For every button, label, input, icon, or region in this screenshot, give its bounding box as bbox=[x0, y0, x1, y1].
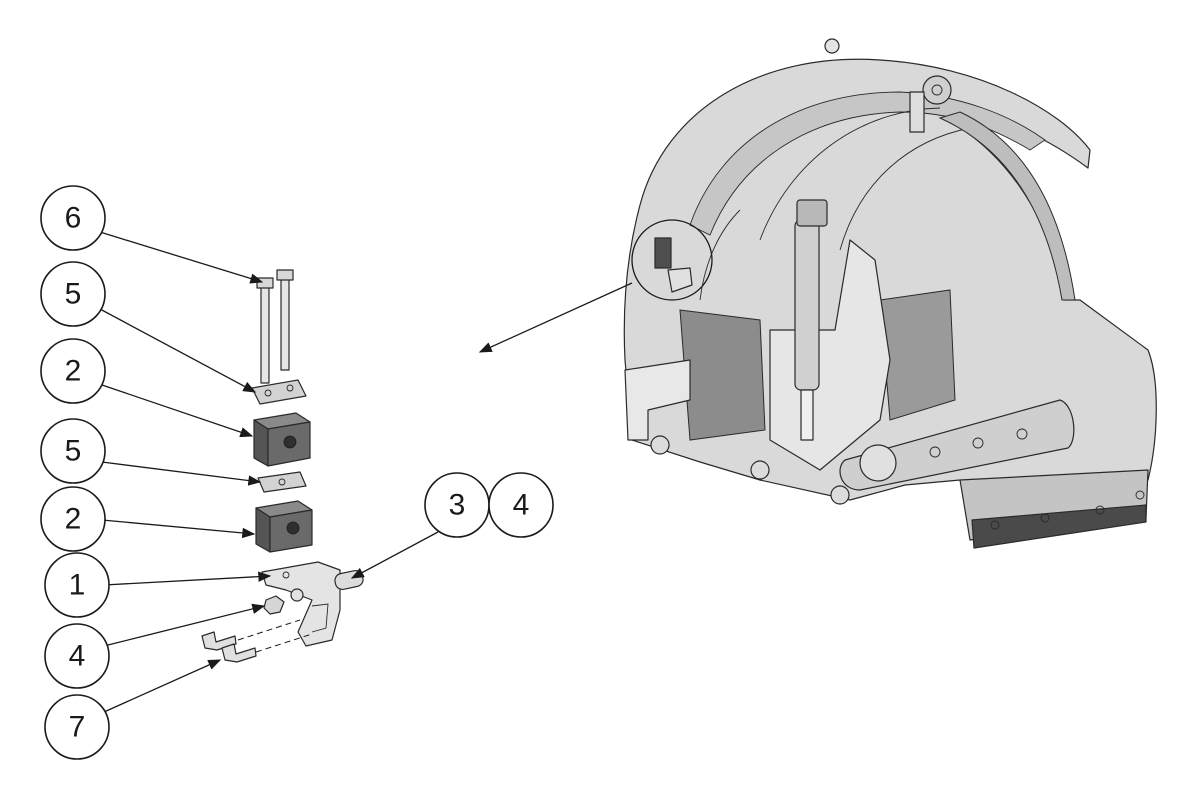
lever-hole-3 bbox=[1016, 428, 1028, 440]
callout-5-lower: 5 bbox=[40, 418, 106, 484]
long-bolt-head-2 bbox=[276, 269, 294, 281]
drum-center-cavity bbox=[879, 289, 956, 421]
callout-2-lower: 2 bbox=[40, 486, 106, 552]
callout-5-lower-label: 5 bbox=[65, 435, 82, 468]
washer bbox=[290, 588, 304, 602]
roller-1 bbox=[650, 435, 670, 455]
drum-lower-cavity bbox=[679, 309, 766, 441]
roller-2 bbox=[750, 460, 770, 480]
blade-bolt-2 bbox=[1040, 513, 1050, 523]
base-bracket-slot bbox=[311, 603, 329, 633]
assembly-path-1 bbox=[237, 619, 301, 641]
top-ring bbox=[824, 38, 840, 54]
lever-hole-2 bbox=[972, 437, 984, 449]
cylinder-top-cap bbox=[796, 199, 828, 227]
lever-hole-1 bbox=[929, 446, 941, 458]
plate-upper-hole-1 bbox=[264, 389, 272, 397]
callout-1: 1 bbox=[44, 552, 110, 618]
drum-inner-band bbox=[689, 91, 1046, 236]
detail-mini-bracket bbox=[667, 267, 693, 293]
lifting-eye-hole bbox=[931, 84, 943, 96]
callout-4-left: 4 bbox=[44, 623, 110, 689]
callout-5-upper: 5 bbox=[40, 261, 106, 327]
callout-7: 7 bbox=[44, 694, 110, 760]
callout-2-upper: 2 bbox=[40, 338, 106, 404]
long-bolt-pair bbox=[256, 269, 294, 384]
detail-pointer-arrow bbox=[478, 282, 633, 353]
lever-pivot bbox=[859, 444, 897, 482]
callout-4-right: 4 bbox=[488, 472, 554, 538]
base-bracket bbox=[261, 561, 341, 647]
long-bolt-head-1 bbox=[256, 277, 274, 289]
front-blade-rubber bbox=[971, 504, 1147, 549]
exploded-sub-assembly bbox=[201, 269, 364, 663]
drum-right-shell bbox=[938, 111, 1076, 301]
detail-mini-block bbox=[654, 237, 672, 269]
leader-3-4 bbox=[350, 531, 439, 579]
long-bolt-shank-1 bbox=[260, 284, 270, 384]
center-frame-plate bbox=[769, 239, 891, 471]
callout-4-left-label: 4 bbox=[69, 640, 86, 673]
plate-upper-hole-2 bbox=[286, 384, 294, 392]
callout-6: 6 bbox=[40, 185, 106, 251]
leader-5b bbox=[101, 461, 262, 486]
block-upper-hole bbox=[283, 435, 297, 449]
leader-4a bbox=[103, 603, 266, 647]
housing-side-bracket bbox=[624, 359, 691, 441]
lifting-eye bbox=[922, 75, 952, 105]
machine-housing-assembly bbox=[623, 38, 1157, 549]
lever-arm bbox=[839, 399, 1075, 491]
leader-5a bbox=[99, 308, 257, 393]
callout-2-upper-label: 2 bbox=[65, 355, 82, 388]
detail-location-circle bbox=[631, 219, 713, 301]
callout-7-label: 7 bbox=[69, 711, 86, 744]
callout-1-label: 1 bbox=[69, 569, 86, 602]
blade-bolt-1 bbox=[990, 520, 1000, 530]
short-bolt-2 bbox=[221, 643, 257, 663]
callout-6-label: 6 bbox=[65, 202, 82, 235]
plate-upper bbox=[251, 379, 307, 405]
block-lower-hole bbox=[286, 521, 300, 535]
roller-3 bbox=[830, 485, 850, 505]
short-bolt-1 bbox=[201, 631, 237, 651]
leader-lines bbox=[99, 231, 439, 713]
callout-3-label: 3 bbox=[449, 489, 466, 522]
top-bracket bbox=[909, 91, 925, 133]
callout-2-lower-label: 2 bbox=[65, 503, 82, 536]
base-bracket-hole bbox=[282, 571, 290, 579]
callout-5-upper-label: 5 bbox=[65, 278, 82, 311]
hex-nut bbox=[263, 595, 285, 615]
drum-rib-3 bbox=[699, 209, 741, 301]
drum-rib-2 bbox=[839, 127, 971, 251]
callout-4-right-label: 4 bbox=[513, 489, 530, 522]
callout-3: 3 bbox=[424, 472, 490, 538]
hydraulic-cylinder bbox=[794, 219, 820, 391]
leader-2a bbox=[101, 384, 254, 438]
leader-7 bbox=[103, 659, 222, 713]
plate-lower bbox=[257, 471, 307, 493]
plate-lower-hole bbox=[278, 478, 286, 486]
blade-bolt-3 bbox=[1095, 505, 1105, 515]
leader-1 bbox=[103, 571, 272, 586]
leader-6 bbox=[99, 231, 264, 284]
cylinder-rod bbox=[800, 389, 814, 441]
long-bolt-shank-2 bbox=[280, 276, 290, 371]
leader-2b bbox=[101, 519, 256, 539]
blade-bolt-4 bbox=[1135, 490, 1145, 500]
